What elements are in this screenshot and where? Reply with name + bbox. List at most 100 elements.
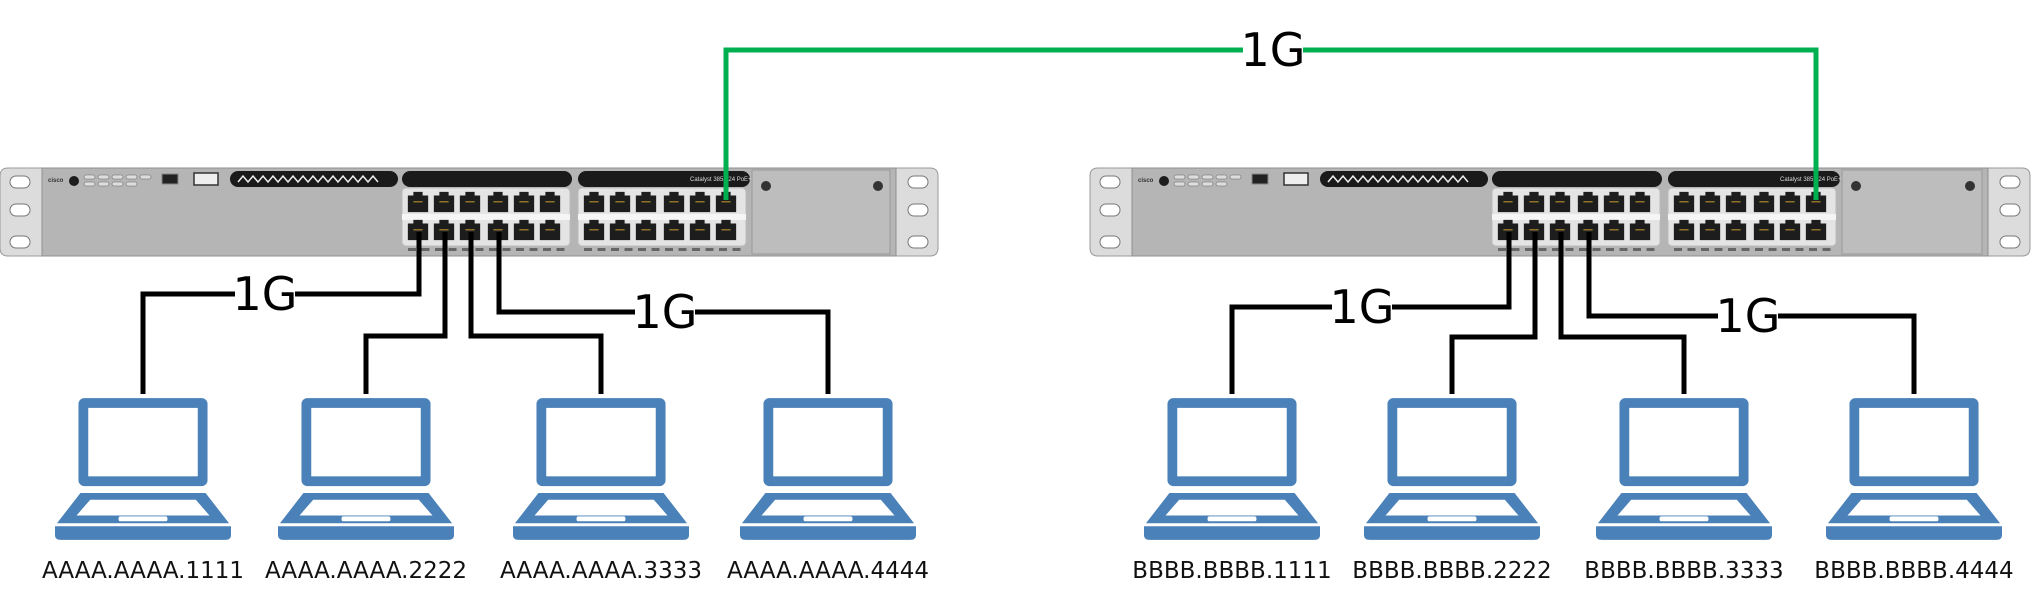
mode-button[interactable] (69, 176, 79, 186)
port-led (1782, 248, 1790, 251)
rack-hole (9, 203, 31, 217)
port-led (692, 248, 700, 251)
laptop-icon[interactable] (55, 398, 231, 540)
port-led (1606, 248, 1614, 251)
port-led (1565, 248, 1574, 251)
port-led (1741, 248, 1750, 251)
status-led (97, 181, 110, 187)
laptop-icon[interactable] (1826, 398, 2002, 540)
status-led (111, 181, 124, 187)
status-led (83, 181, 96, 187)
fan-grille-pattern (237, 174, 379, 184)
console-port[interactable] (161, 173, 179, 185)
rack-hole (1999, 203, 2021, 217)
port-led (719, 248, 727, 251)
rack-hole (9, 175, 31, 189)
cisco-logo: cisco (48, 178, 64, 184)
port-led (1755, 248, 1763, 251)
port-led (556, 248, 565, 251)
host-aaaa-aaaa-4444[interactable]: AAAA.AAAA.4444 (727, 398, 929, 584)
port-led (1714, 248, 1723, 251)
downlink-speed-label: 1G (1716, 289, 1781, 343)
rack-hole (1099, 203, 1121, 217)
laptop-icon[interactable] (740, 398, 916, 540)
fan-grille (1320, 171, 1488, 187)
mode-button[interactable] (1159, 176, 1169, 186)
port-block-divider (1668, 214, 1836, 220)
rack-hole (907, 175, 929, 189)
downlink-speed-label-bg (1332, 283, 1392, 325)
host-aaaa-aaaa-3333[interactable]: AAAA.AAAA.3333 (500, 398, 702, 584)
cisco-logo: cisco (1138, 178, 1154, 184)
rack-hole (9, 235, 31, 249)
laptop-icon[interactable] (278, 398, 454, 540)
port-led (638, 248, 646, 251)
port-led (1674, 248, 1682, 251)
rack-hole (1999, 175, 2021, 189)
port-led (435, 248, 443, 251)
status-led (1215, 181, 1228, 187)
host-label: AAAA.AAAA.3333 (500, 558, 702, 584)
laptop-icon[interactable] (1364, 398, 1540, 540)
port-led (651, 248, 660, 251)
port-led (611, 248, 619, 251)
port-header-bar (402, 171, 572, 187)
port-led (1511, 248, 1520, 251)
uplink-speed-label: 1G (1241, 23, 1306, 77)
status-led (139, 174, 152, 180)
port-header-bar (1492, 171, 1662, 187)
status-led (1201, 181, 1214, 187)
host-bbbb-bbbb-3333[interactable]: BBBB.BBBB.3333 (1584, 398, 1784, 584)
fan-grille (230, 171, 398, 187)
downlink-speed-label-bg (235, 270, 295, 312)
port-led (1579, 248, 1587, 251)
model-label: Catalyst 3850 24 PoE+ (1780, 177, 1842, 183)
port-block-divider (578, 214, 746, 220)
port-led (543, 248, 551, 251)
port-header-bar (578, 171, 750, 187)
status-led (1229, 174, 1242, 180)
port-led (529, 248, 538, 251)
port-led (1619, 248, 1628, 251)
host-bbbb-bbbb-4444[interactable]: BBBB.BBBB.4444 (1814, 398, 2014, 584)
host-bbbb-bbbb-2222[interactable]: BBBB.BBBB.2222 (1352, 398, 1552, 584)
port-led (448, 248, 457, 251)
status-led (125, 181, 138, 187)
host-aaaa-aaaa-1111[interactable]: AAAA.AAAA.1111 (42, 398, 244, 584)
console-port[interactable] (1251, 173, 1269, 185)
status-led (1187, 174, 1200, 180)
status-led (83, 174, 96, 180)
network-module-blank (751, 169, 891, 255)
rack-hole (907, 235, 929, 249)
port-led (1633, 248, 1641, 251)
status-led (1215, 174, 1228, 180)
port-led (1687, 248, 1696, 251)
laptop-icon[interactable] (1144, 398, 1320, 540)
usb-port[interactable] (1283, 172, 1309, 186)
host-label: BBBB.BBBB.3333 (1584, 558, 1783, 584)
downlink-speed-label: 1G (1330, 280, 1395, 334)
downlink-cable (1558, 232, 1687, 394)
status-led (1173, 174, 1186, 180)
host-bbbb-bbbb-1111[interactable]: BBBB.BBBB.1111 (1132, 398, 1332, 584)
port-led (502, 248, 511, 251)
port-led (1552, 248, 1560, 251)
laptop-icon[interactable] (1596, 398, 1772, 540)
network-module-blank (1841, 169, 1983, 255)
rack-hole (1099, 235, 1121, 249)
port-led (705, 248, 714, 251)
laptop-icon[interactable] (513, 398, 689, 540)
port-led (516, 248, 524, 251)
status-led (1173, 181, 1186, 187)
screw (1965, 181, 1975, 191)
host-label: AAAA.AAAA.4444 (727, 558, 929, 584)
usb-port[interactable] (193, 172, 219, 186)
port-led (489, 248, 497, 251)
port-block-divider (1492, 214, 1660, 220)
host-aaaa-aaaa-2222[interactable]: AAAA.AAAA.2222 (265, 398, 467, 584)
port-led (1728, 248, 1736, 251)
screw (1851, 181, 1861, 191)
